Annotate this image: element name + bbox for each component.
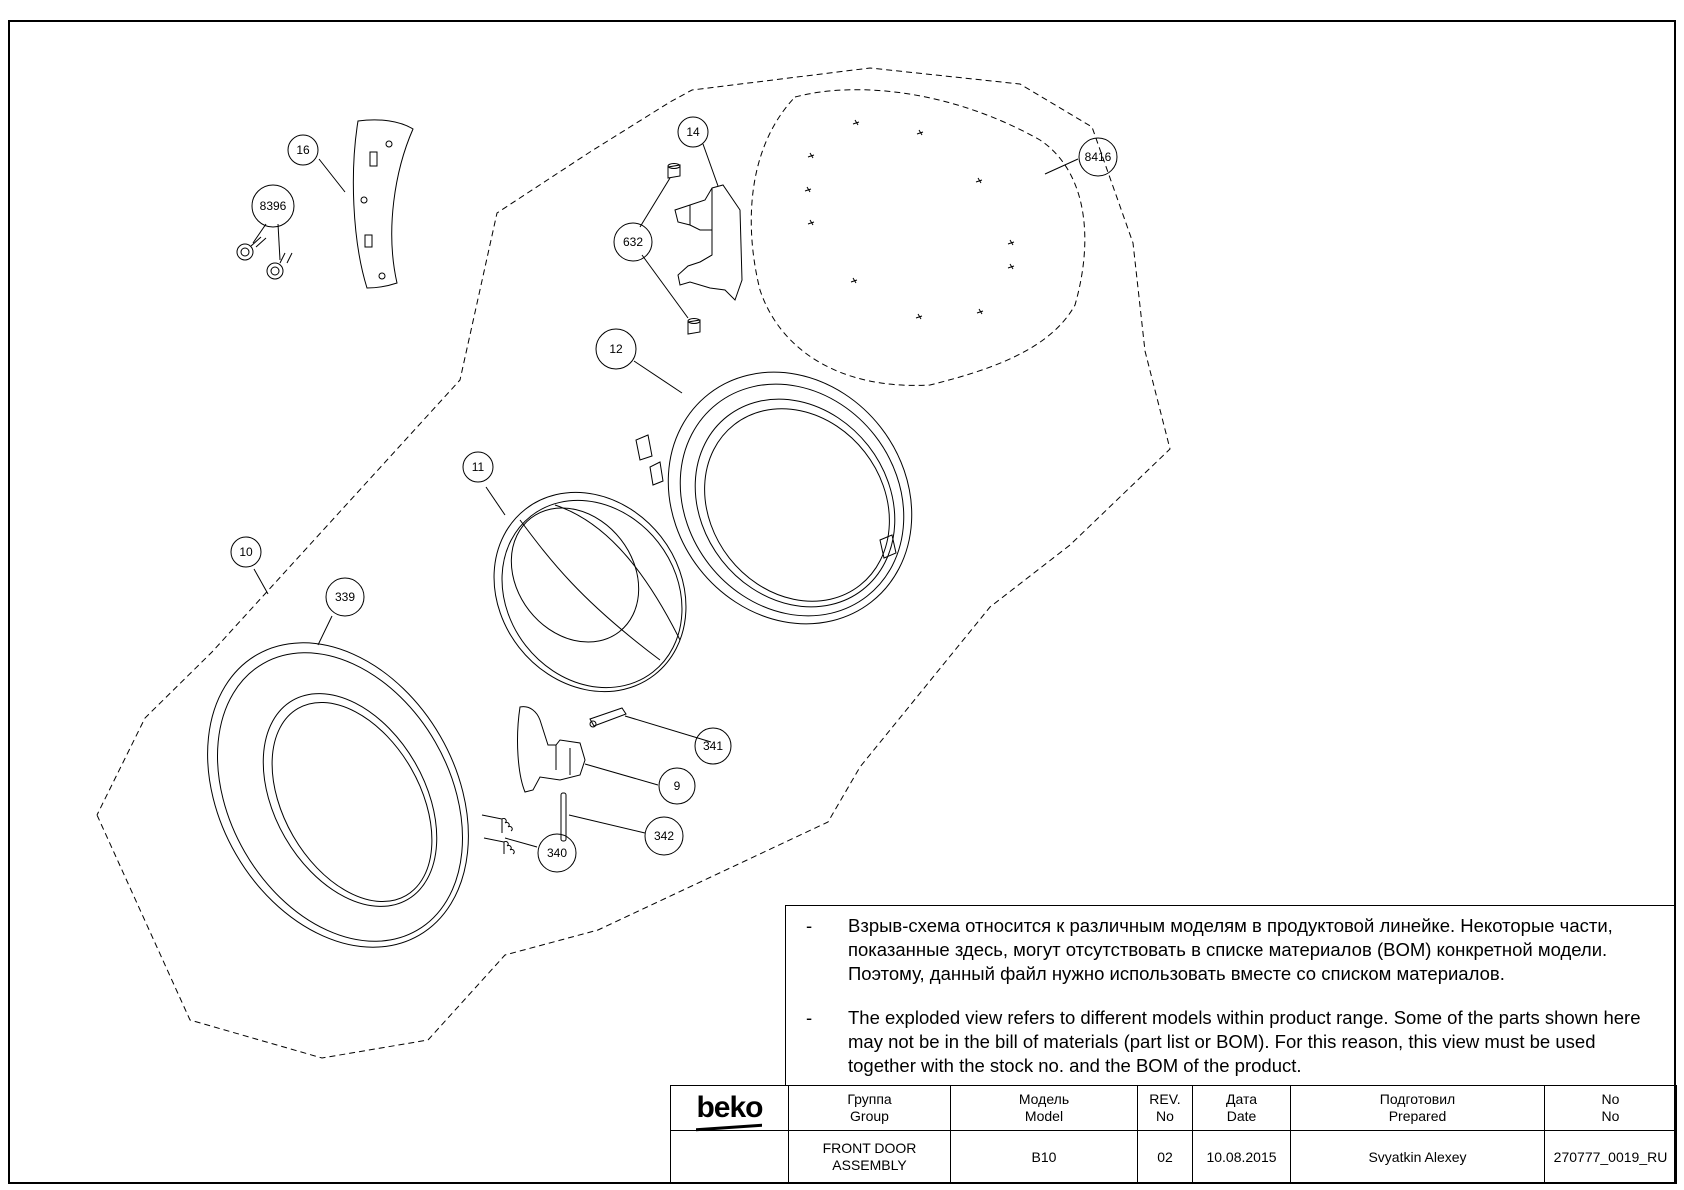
part-339-door-ring: [207, 642, 469, 948]
model-value: B10: [950, 1130, 1138, 1184]
region-8416-outline: [750, 89, 1086, 386]
callout-8396: 8396: [251, 184, 295, 228]
svg-text:8396: 8396: [260, 199, 287, 213]
part-11-glass-bowl: [493, 491, 687, 693]
part-342-pin: [560, 792, 567, 842]
callout-340: 340: [537, 833, 577, 873]
callout-16: 16: [287, 134, 319, 166]
svg-text:11: 11: [472, 460, 485, 474]
callout-342: 342: [644, 816, 684, 856]
part-8396-screws: [236, 236, 293, 280]
document-number: 270777_0019_RU: [1544, 1130, 1677, 1184]
callout-11: 11: [462, 451, 494, 483]
part-341-lever: [589, 707, 627, 728]
svg-text:14: 14: [686, 125, 700, 139]
svg-text:340: 340: [547, 846, 567, 860]
callout-341: 341: [694, 727, 732, 765]
notes-box: - Взрыв-схема относится к различным моде…: [785, 905, 1674, 1085]
svg-text:16: 16: [296, 143, 310, 157]
svg-text:342: 342: [654, 829, 674, 843]
region-8416-screws: [804, 119, 1015, 320]
assembly-outline: [96, 67, 1171, 1059]
leader-lines: [252, 143, 1079, 848]
svg-text:632: 632: [623, 235, 643, 249]
logo-empty-cell: [670, 1130, 789, 1184]
svg-text:339: 339: [335, 590, 355, 604]
part-12-door-frame: [635, 371, 913, 625]
rev-value: 02: [1137, 1130, 1193, 1184]
svg-text:341: 341: [703, 739, 723, 753]
callout-339: 339: [325, 577, 365, 617]
note-dash: -: [806, 1007, 813, 1028]
part-14-hinge: [674, 184, 743, 301]
note-english: - The exploded view refers to different …: [806, 1006, 1658, 1078]
svg-text:9: 9: [674, 779, 681, 793]
logo-cell: beko: [670, 1085, 789, 1131]
date-value: 10.08.2015: [1192, 1130, 1291, 1184]
callout-632: 632: [613, 222, 653, 262]
note-english-text: The exploded view refers to different mo…: [848, 1007, 1641, 1076]
callout-9: 9: [658, 767, 696, 805]
part-9-door-handle: [517, 706, 586, 793]
note-dash: -: [806, 915, 813, 936]
callout-12: 12: [595, 328, 637, 370]
part-340-springs: [481, 814, 515, 855]
svg-text:12: 12: [609, 342, 623, 356]
part-16-hinge-plate: [352, 119, 414, 289]
beko-logo: beko: [696, 1091, 763, 1124]
rev-header: REV.No: [1137, 1085, 1193, 1131]
note-russian-text: Взрыв-схема относится к различным моделя…: [848, 915, 1613, 984]
note-russian: - Взрыв-схема относится к различным моде…: [806, 914, 1658, 986]
callout-10: 10: [230, 536, 262, 568]
svg-text:8416: 8416: [1085, 150, 1112, 164]
callout-8416: 8416: [1078, 137, 1118, 177]
prepared-value: Svyatkin Alexey: [1290, 1130, 1545, 1184]
svg-text:10: 10: [239, 545, 253, 559]
callout-14: 14: [677, 116, 709, 148]
part-632-bushings: [667, 163, 701, 335]
